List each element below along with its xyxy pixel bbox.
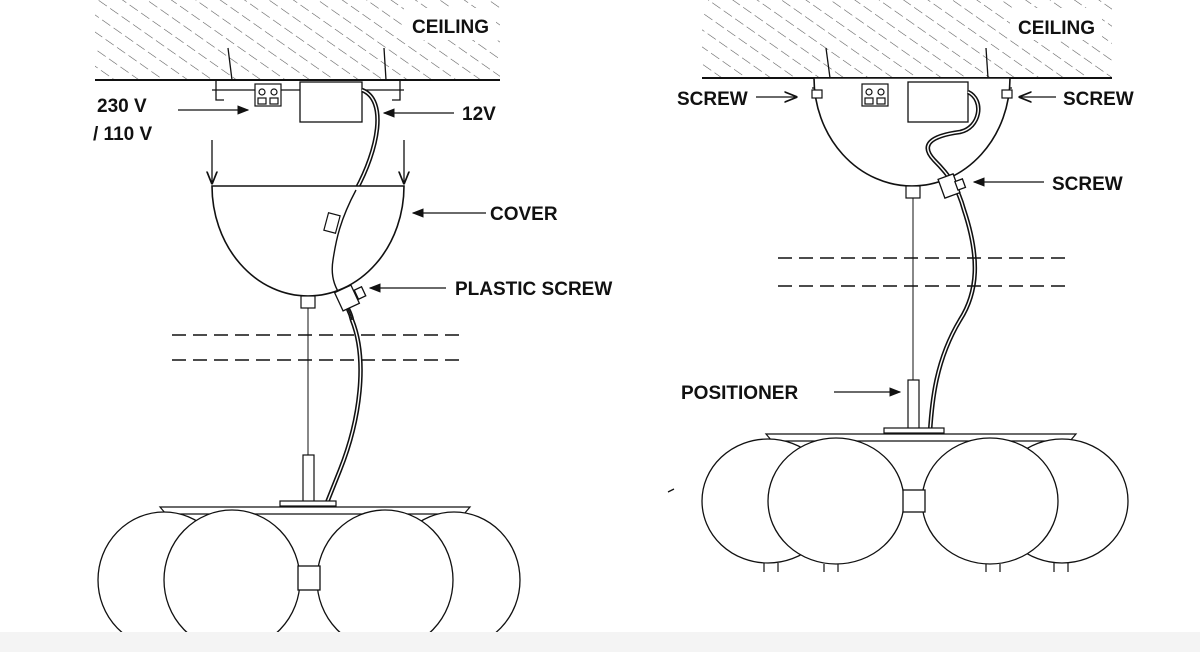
screw-left-label: SCREW [677,89,748,110]
dome-hub-right [905,185,921,199]
12v-label: 12V [462,104,496,125]
cable-screw-label: SCREW [1052,174,1123,195]
side-screws [811,89,1013,99]
mounting-plate [158,506,472,515]
plastic-screw-label: PLASTIC SCREW [455,279,612,300]
terminal-block [254,83,282,107]
plastic-screw [333,284,367,312]
positioner-right [907,379,920,431]
left-panel: CEILING [93,0,612,651]
voltage-label-line1: 230 V [97,96,147,117]
screw-right-label: SCREW [1063,89,1134,110]
glass-globes [97,509,521,651]
ceiling-label-right: CEILING [1018,18,1095,39]
transformer-box-right [907,81,969,123]
voltage-label-line2: / 110 V [93,124,152,145]
mounting-plate-right [764,433,1078,442]
footer-bar [0,632,1200,652]
cover-dome [211,185,405,297]
terminal-block-right [861,83,889,107]
ceiling-label: CEILING [412,17,489,38]
cable-clamp [323,212,341,234]
positioner-label: POSITIONER [681,383,798,404]
positioner [302,454,315,504]
dome-hub [300,295,316,309]
transformer-box [299,81,363,123]
right-panel: CEILING [667,0,1134,572]
glass-globes-right [701,437,1129,565]
cover-label: COVER [490,204,558,225]
cable-screw [937,173,967,199]
